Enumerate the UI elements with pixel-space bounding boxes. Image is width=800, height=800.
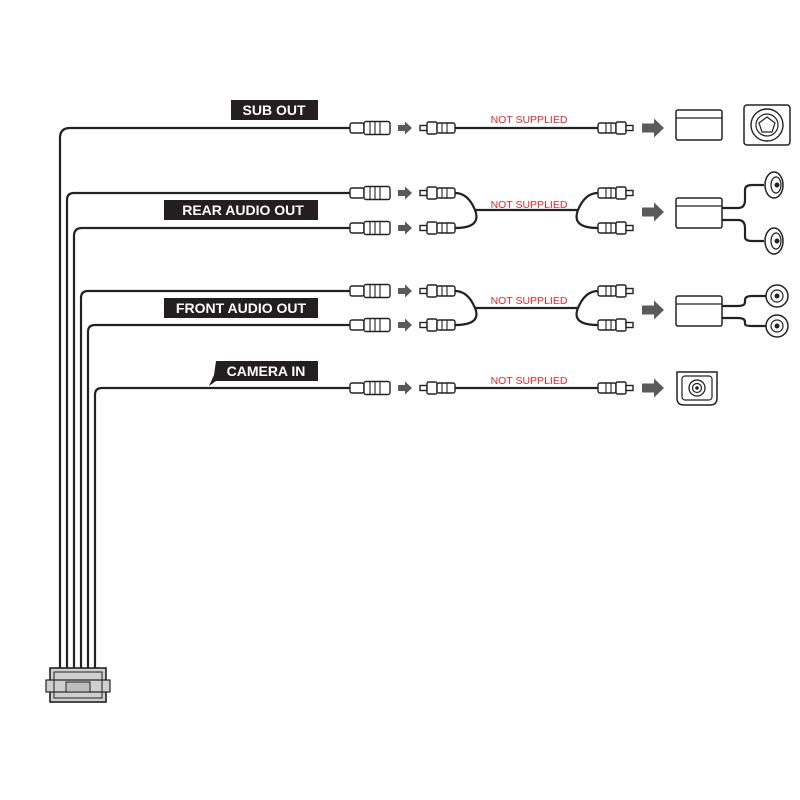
male-rca-plug-icon bbox=[597, 318, 634, 332]
row-front-audio-out: NOT SUPPLIED bbox=[349, 283, 789, 338]
y-splice-right bbox=[575, 289, 599, 327]
speaker-icon bbox=[764, 171, 784, 199]
y-splice-right bbox=[575, 191, 599, 230]
row-camera-in: NOT SUPPLIED bbox=[349, 371, 718, 406]
male-rca-plug-icon bbox=[419, 381, 456, 395]
arrow-right-icon bbox=[398, 186, 412, 200]
male-rca-plug-icon bbox=[597, 284, 634, 298]
speaker-icon bbox=[764, 227, 784, 255]
arrow-right-icon bbox=[398, 381, 412, 395]
harness-wires bbox=[58, 126, 350, 668]
label-sub-out-text: SUB OUT bbox=[243, 102, 306, 118]
wire-sub-out bbox=[58, 126, 350, 668]
male-rca-plug-icon bbox=[419, 221, 456, 235]
label-camera-in: CAMERA IN bbox=[209, 361, 318, 386]
female-rca-plug-icon bbox=[349, 120, 391, 136]
speaker-icon bbox=[765, 284, 789, 308]
arrow-right-icon bbox=[642, 118, 664, 138]
label-rear-audio-out: REAR AUDIO OUT bbox=[164, 200, 318, 220]
arrow-right-icon bbox=[398, 318, 412, 332]
female-rca-plug-icon bbox=[349, 380, 391, 396]
male-rca-plug-icon bbox=[597, 221, 634, 235]
amplifier-icon bbox=[675, 197, 723, 229]
arrow-right-icon bbox=[398, 221, 412, 235]
wire-front-right bbox=[86, 323, 350, 668]
female-rca-plug-icon bbox=[349, 185, 391, 201]
not-supplied-front: NOT SUPPLIED bbox=[491, 295, 568, 307]
speaker-wire bbox=[722, 294, 766, 308]
male-rca-plug-icon bbox=[419, 284, 456, 298]
male-rca-plug-icon bbox=[419, 318, 456, 332]
label-front-audio-out: FRONT AUDIO OUT bbox=[164, 298, 318, 318]
amplifier-icon bbox=[675, 109, 723, 141]
arrow-right-icon bbox=[642, 202, 664, 222]
label-rear-audio-out-text: REAR AUDIO OUT bbox=[182, 202, 304, 218]
male-rca-plug-icon bbox=[597, 121, 634, 135]
female-rca-plug-icon bbox=[349, 220, 391, 236]
male-rca-plug-icon bbox=[419, 186, 456, 200]
arrow-right-icon bbox=[642, 300, 664, 320]
speaker-icon bbox=[765, 314, 789, 338]
y-splice-left bbox=[454, 191, 478, 230]
male-rca-plug-icon bbox=[597, 381, 634, 395]
arrow-right-icon bbox=[398, 284, 412, 298]
not-supplied-camera: NOT SUPPLIED bbox=[491, 375, 568, 387]
row-sub-out: NOT SUPPLIED bbox=[349, 104, 791, 146]
female-rca-plug-icon bbox=[349, 283, 391, 299]
label-camera-in-text: CAMERA IN bbox=[227, 363, 306, 379]
row-rear-audio-out: NOT SUPPLIED bbox=[349, 171, 784, 255]
arrow-right-icon bbox=[398, 121, 412, 135]
subwoofer-icon bbox=[743, 104, 791, 146]
label-sub-out: SUB OUT bbox=[231, 100, 318, 120]
male-rca-plug-icon bbox=[419, 121, 456, 135]
rear-camera-icon bbox=[676, 371, 718, 406]
wire-rear-left bbox=[65, 191, 350, 668]
label-front-audio-out-text: FRONT AUDIO OUT bbox=[176, 300, 307, 316]
not-supplied-sub: NOT SUPPLIED bbox=[491, 114, 568, 126]
speaker-wire bbox=[722, 183, 764, 210]
male-rca-plug-icon bbox=[597, 186, 634, 200]
amplifier-icon bbox=[675, 295, 723, 327]
y-splice-left bbox=[454, 289, 478, 327]
wire-front-left bbox=[79, 289, 350, 668]
arrow-right-icon bbox=[642, 378, 664, 398]
harness-connector-icon bbox=[45, 667, 111, 703]
female-rca-plug-icon bbox=[349, 317, 391, 333]
not-supplied-rear: NOT SUPPLIED bbox=[491, 199, 568, 211]
speaker-wire bbox=[722, 218, 764, 243]
speaker-wire bbox=[722, 316, 766, 328]
wire-camera-in bbox=[93, 386, 350, 668]
wire-rear-right bbox=[72, 226, 350, 668]
